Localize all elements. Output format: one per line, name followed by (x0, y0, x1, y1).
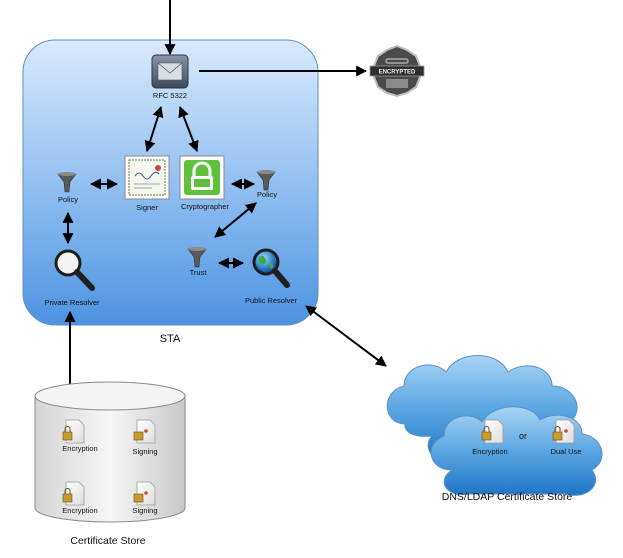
certificate-document-icon (62, 419, 85, 444)
certificate-store-title: Certificate Store (70, 535, 145, 547)
lock-icon (179, 155, 225, 200)
cloud-store-title: DNS/LDAP Certificate Store (442, 491, 573, 503)
store-item-label: Encryption (62, 506, 97, 515)
filter-icon (57, 172, 77, 193)
signer-certificate-icon (124, 155, 170, 200)
arrow-public-resolver-cloud (305, 305, 387, 367)
encrypted-badge-text: ENCRYPTED (379, 70, 416, 76)
signer-label: Signer (136, 203, 158, 212)
globe-magnifier-icon (252, 248, 290, 288)
trust-label: Trust (190, 268, 208, 277)
arrow-policy-trust (214, 202, 257, 238)
private-resolver-label: Private Resolver (44, 298, 100, 307)
cloud-right-item-label: Dual Use (551, 447, 582, 456)
cloud-left-item-label: Encryption (472, 447, 507, 456)
magnifier-icon (54, 249, 95, 291)
certificate-document-icon (552, 419, 575, 444)
rfc-label: RFC 5322 (153, 91, 187, 100)
filter-icon (187, 247, 207, 268)
store-item-label: Signing (132, 506, 157, 515)
policy-left-label: Policy (58, 195, 78, 204)
certificate-document-icon (481, 419, 504, 444)
public-resolver-label: Public Resolver (245, 296, 298, 305)
sta-label: STA (160, 333, 181, 345)
filter-icon (256, 170, 276, 191)
arrow-rfc-signer (144, 105, 164, 153)
arrow-rfc-cryptographer (178, 105, 199, 153)
policy-right-label: Policy (257, 190, 277, 199)
encrypted-badge-icon: ENCRYPTED (369, 44, 425, 98)
certificate-document-icon (133, 481, 156, 506)
cloud-connector-label: or (519, 431, 527, 441)
certificate-document-icon (62, 481, 85, 506)
certificate-document-icon (133, 419, 156, 444)
certificate-store-cylinder (34, 381, 186, 523)
store-item-label: Signing (132, 447, 157, 456)
store-item-label: Encryption (62, 444, 97, 453)
cryptographer-label: Cryptographer (181, 202, 229, 211)
envelope-icon (151, 54, 189, 89)
